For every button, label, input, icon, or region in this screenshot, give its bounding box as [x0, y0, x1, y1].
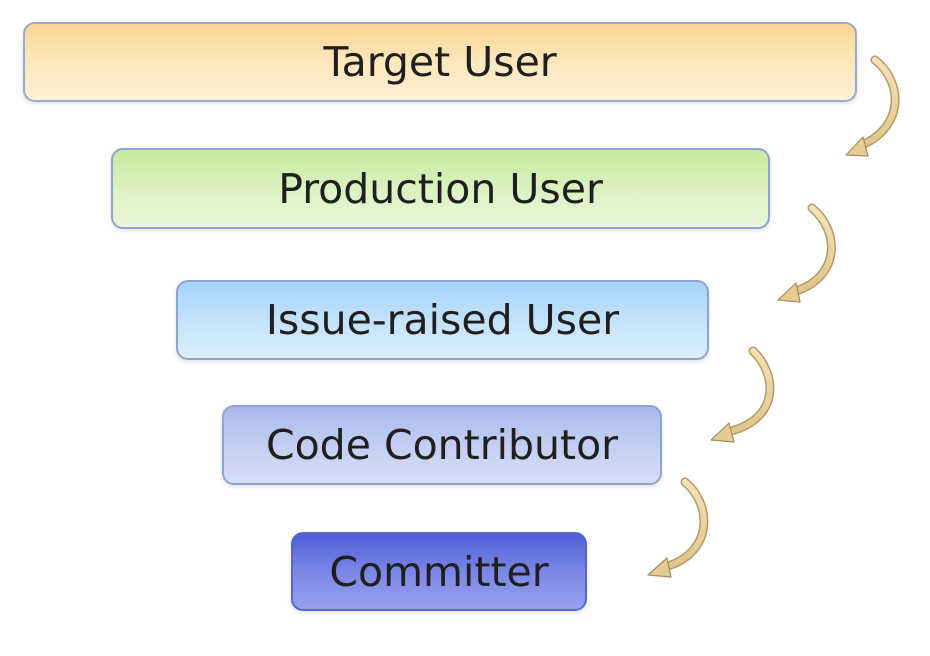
level-committer: Committer — [291, 532, 587, 611]
level-issue-raised-user: Issue-raised User — [176, 280, 709, 360]
level-label: Issue-raised User — [265, 296, 620, 344]
curved-arrow-4-icon — [647, 477, 709, 578]
level-label: Code Contributor — [265, 421, 619, 469]
curved-arrow-2-icon — [777, 203, 836, 303]
level-label: Committer — [329, 547, 549, 596]
level-target-user: Target User — [23, 22, 857, 102]
curved-arrow-3-icon — [710, 346, 775, 443]
level-label: Production User — [278, 164, 603, 213]
level-code-contributor: Code Contributor — [222, 405, 662, 485]
level-production-user: Production User — [111, 148, 770, 229]
level-label: Target User — [323, 38, 557, 86]
